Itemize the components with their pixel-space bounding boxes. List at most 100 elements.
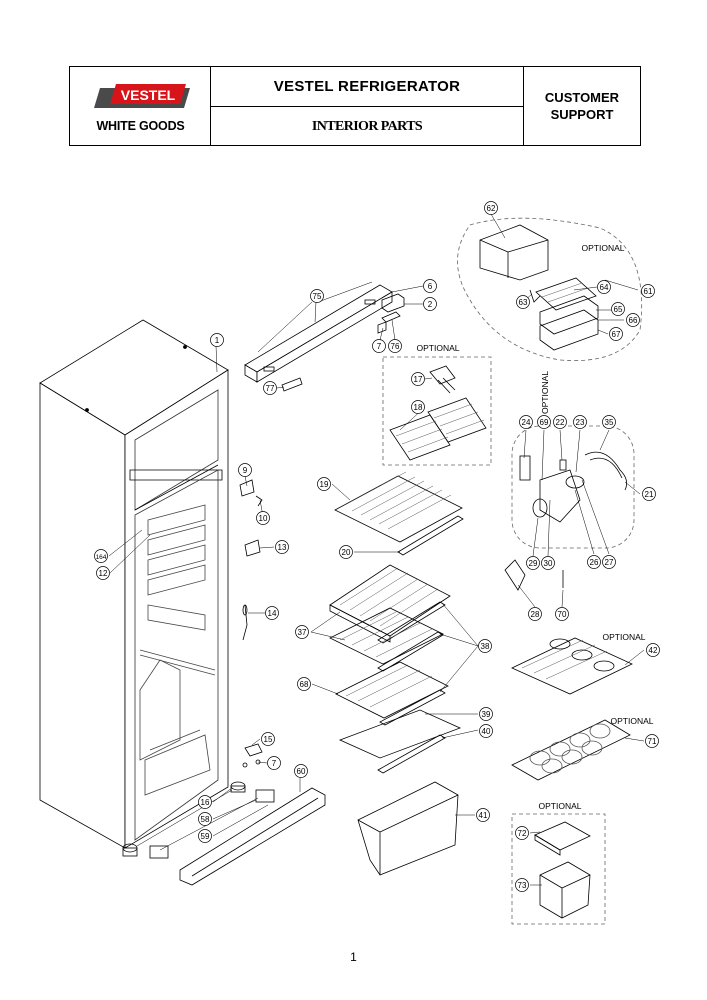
callout-75: 75 (310, 289, 324, 303)
callout-label: 18 (414, 403, 423, 412)
callout-62: 62 (484, 201, 498, 215)
callout-68: 68 (297, 677, 311, 691)
optional-label-boxes: OPTIONAL (539, 801, 582, 811)
callout-65: 65 (611, 302, 625, 316)
callout-label: 30 (544, 559, 553, 568)
callout-label: 41 (479, 811, 488, 820)
title-cell: VESTEL REFRIGERATOR INTERIOR PARTS (211, 67, 524, 145)
callout-42: 42 (646, 643, 660, 657)
support-line-1: CUSTOMER (544, 90, 620, 105)
callout-label: 12 (99, 569, 108, 578)
callout-label: 28 (531, 610, 540, 619)
crisper-drawer-41 (357, 781, 459, 876)
callout-66: 66 (626, 313, 640, 327)
callout-label: 7 (272, 759, 277, 768)
callout-17: 17 (411, 372, 425, 386)
callout-label: 69 (540, 418, 549, 427)
callout-label: 29 (529, 559, 538, 568)
callout-label: 68 (300, 680, 309, 689)
callout-label: 77 (266, 384, 275, 393)
callout-22: 22 (553, 415, 567, 429)
callout-label: 59 (201, 832, 210, 841)
ice-trays-18 (389, 397, 487, 461)
leader-lines (108, 213, 645, 886)
callout-41: 41 (476, 808, 490, 822)
callout-70: 70 (555, 607, 569, 621)
callout-21: 21 (642, 487, 656, 501)
callout-60: 60 (294, 764, 308, 778)
callout-20: 20 (339, 545, 353, 559)
callout-label: 2 (428, 300, 433, 309)
callout-6: 6 (423, 279, 437, 293)
callout-23: 23 (573, 415, 587, 429)
callout-76: 76 (388, 339, 402, 353)
callout-label: 22 (556, 418, 565, 427)
callout-73: 73 (515, 878, 529, 892)
optional-label-icetray: OPTIONAL (417, 343, 460, 353)
hinge-cover-75 (244, 284, 393, 383)
callout-63: 63 (516, 295, 530, 309)
callout-label: 16 (201, 798, 210, 807)
icemaker-assembly (479, 224, 599, 351)
callout-10: 10 (256, 511, 270, 525)
callout-9: 9 (238, 463, 252, 477)
callout-67: 67 (609, 327, 623, 341)
callout-14: 14 (265, 606, 279, 620)
callout-label: 61 (644, 287, 653, 296)
callout-71: 71 (645, 734, 659, 748)
refrigerator-cabinet (39, 319, 229, 849)
callout-label: 10 (259, 514, 268, 523)
callout-label: 1 (215, 336, 220, 345)
callout-label: 17 (414, 375, 423, 384)
wine-rack-71 (511, 719, 631, 781)
callout-label: 37 (298, 628, 307, 637)
bottom-small-parts (122, 781, 275, 859)
kick-plate-60 (179, 787, 326, 886)
callout-label: 38 (481, 642, 490, 651)
callout-label: 21 (645, 490, 654, 499)
callout-12: 12 (96, 566, 110, 580)
callout-13: 13 (275, 540, 289, 554)
callout-38: 38 (478, 639, 492, 653)
callout-label: 39 (482, 710, 491, 719)
shelf-37-upper (329, 564, 451, 644)
callout-16: 16 (198, 795, 212, 809)
callout-15: 15 (261, 732, 275, 746)
callout-label: 76 (391, 342, 400, 351)
optional-label-fan: OPTIONAL (540, 371, 550, 414)
callout-7: 7 (267, 756, 281, 770)
side-small-parts (239, 479, 263, 768)
callout-label: 6 (428, 282, 433, 291)
callout-164: 164 (94, 549, 108, 563)
shelf-68 (335, 661, 449, 726)
callout-label: 40 (482, 727, 491, 736)
callout-label: 14 (268, 609, 277, 618)
optional-label-icemaker: OPTIONAL (582, 243, 625, 253)
callout-label: 13 (278, 543, 287, 552)
fan-assembly (504, 451, 628, 591)
support-line-2: SUPPORT (550, 107, 614, 122)
callout-27: 27 (602, 555, 616, 569)
subbrand-label: WHITE GOODS (96, 119, 185, 133)
callout-37: 37 (295, 625, 309, 639)
callout-label: 9 (243, 466, 248, 475)
callout-64: 64 (597, 280, 611, 294)
title-block: VESTEL WHITE GOODS VESTEL REFRIGERATOR I… (69, 66, 641, 146)
part-77-strip (281, 377, 303, 392)
callout-18: 18 (411, 400, 425, 414)
callout-label: 23 (576, 418, 585, 427)
callout-label: 73 (518, 881, 527, 890)
callout-24: 24 (519, 415, 533, 429)
callout-label: 67 (612, 330, 621, 339)
callout-label: 164 (96, 554, 107, 561)
logo-wordmark: VESTEL (121, 87, 176, 103)
callout-29: 29 (526, 556, 540, 570)
callout-label: 19 (320, 480, 329, 489)
callout-30: 30 (541, 556, 555, 570)
callout-label: 58 (201, 815, 210, 824)
boxes-72-73 (534, 821, 591, 919)
shelf-19 (334, 471, 464, 556)
callout-label: 15 (264, 735, 273, 744)
